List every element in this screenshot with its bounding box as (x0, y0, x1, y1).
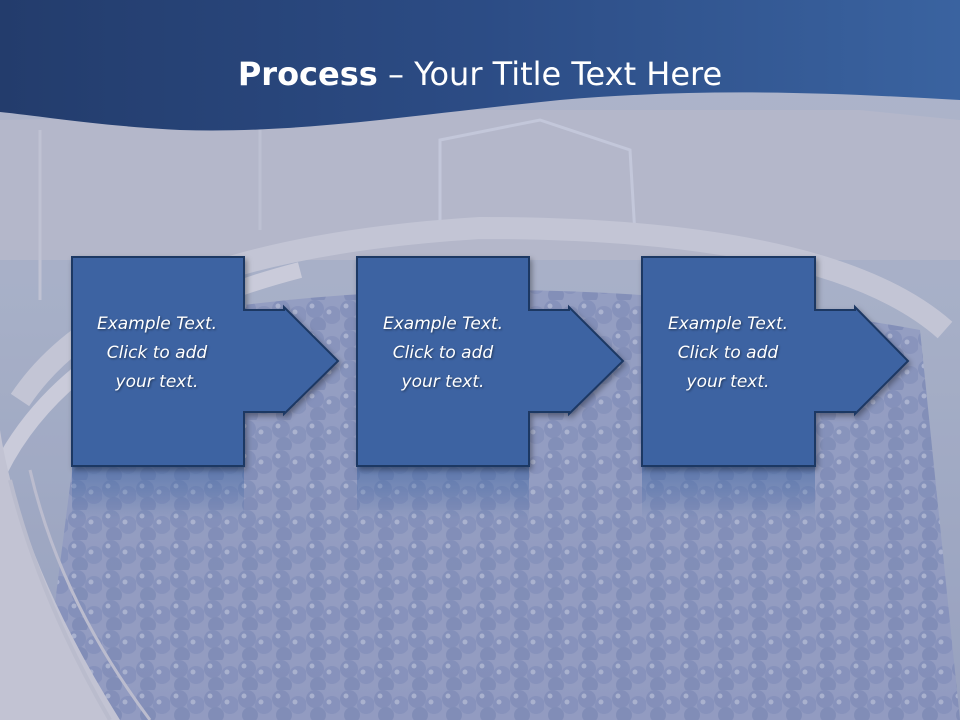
step-2-reflection (357, 466, 529, 520)
step-1-arrow-box[interactable] (71, 256, 340, 467)
step-1-line-2: Click to add (106, 343, 208, 363)
step-2-text[interactable]: Example Text. Click to add your text. (356, 310, 530, 397)
header-band (0, 0, 960, 131)
step-1-text[interactable]: Example Text. Click to add your text. (70, 310, 244, 397)
step-1-line-1: Example Text. (96, 314, 218, 334)
step-2-line-3: your text. (401, 372, 485, 392)
step-3-line-2: Click to add (677, 343, 779, 363)
step-3-line-3: your text. (686, 372, 770, 392)
step-1-reflection (72, 466, 244, 520)
process-step-3[interactable] (641, 256, 910, 520)
slide-title[interactable]: Process – Your Title Text Here (0, 52, 960, 96)
step-3-arrow-box[interactable] (641, 256, 910, 467)
process-step-1[interactable] (71, 256, 340, 520)
step-3-reflection (642, 466, 815, 520)
step-1-line-3: your text. (115, 372, 199, 392)
title-bold: Process (237, 55, 378, 93)
title-rest: Your Title Text Here (414, 55, 723, 93)
process-step-2[interactable] (356, 256, 625, 520)
step-3-line-1: Example Text. (667, 314, 789, 334)
step-2-line-2: Click to add (392, 343, 494, 363)
step-2-arrow-box[interactable] (356, 256, 625, 467)
step-2-line-1: Example Text. (382, 314, 504, 334)
title-separator: – (387, 55, 404, 93)
step-3-text[interactable]: Example Text. Click to add your text. (641, 310, 815, 397)
